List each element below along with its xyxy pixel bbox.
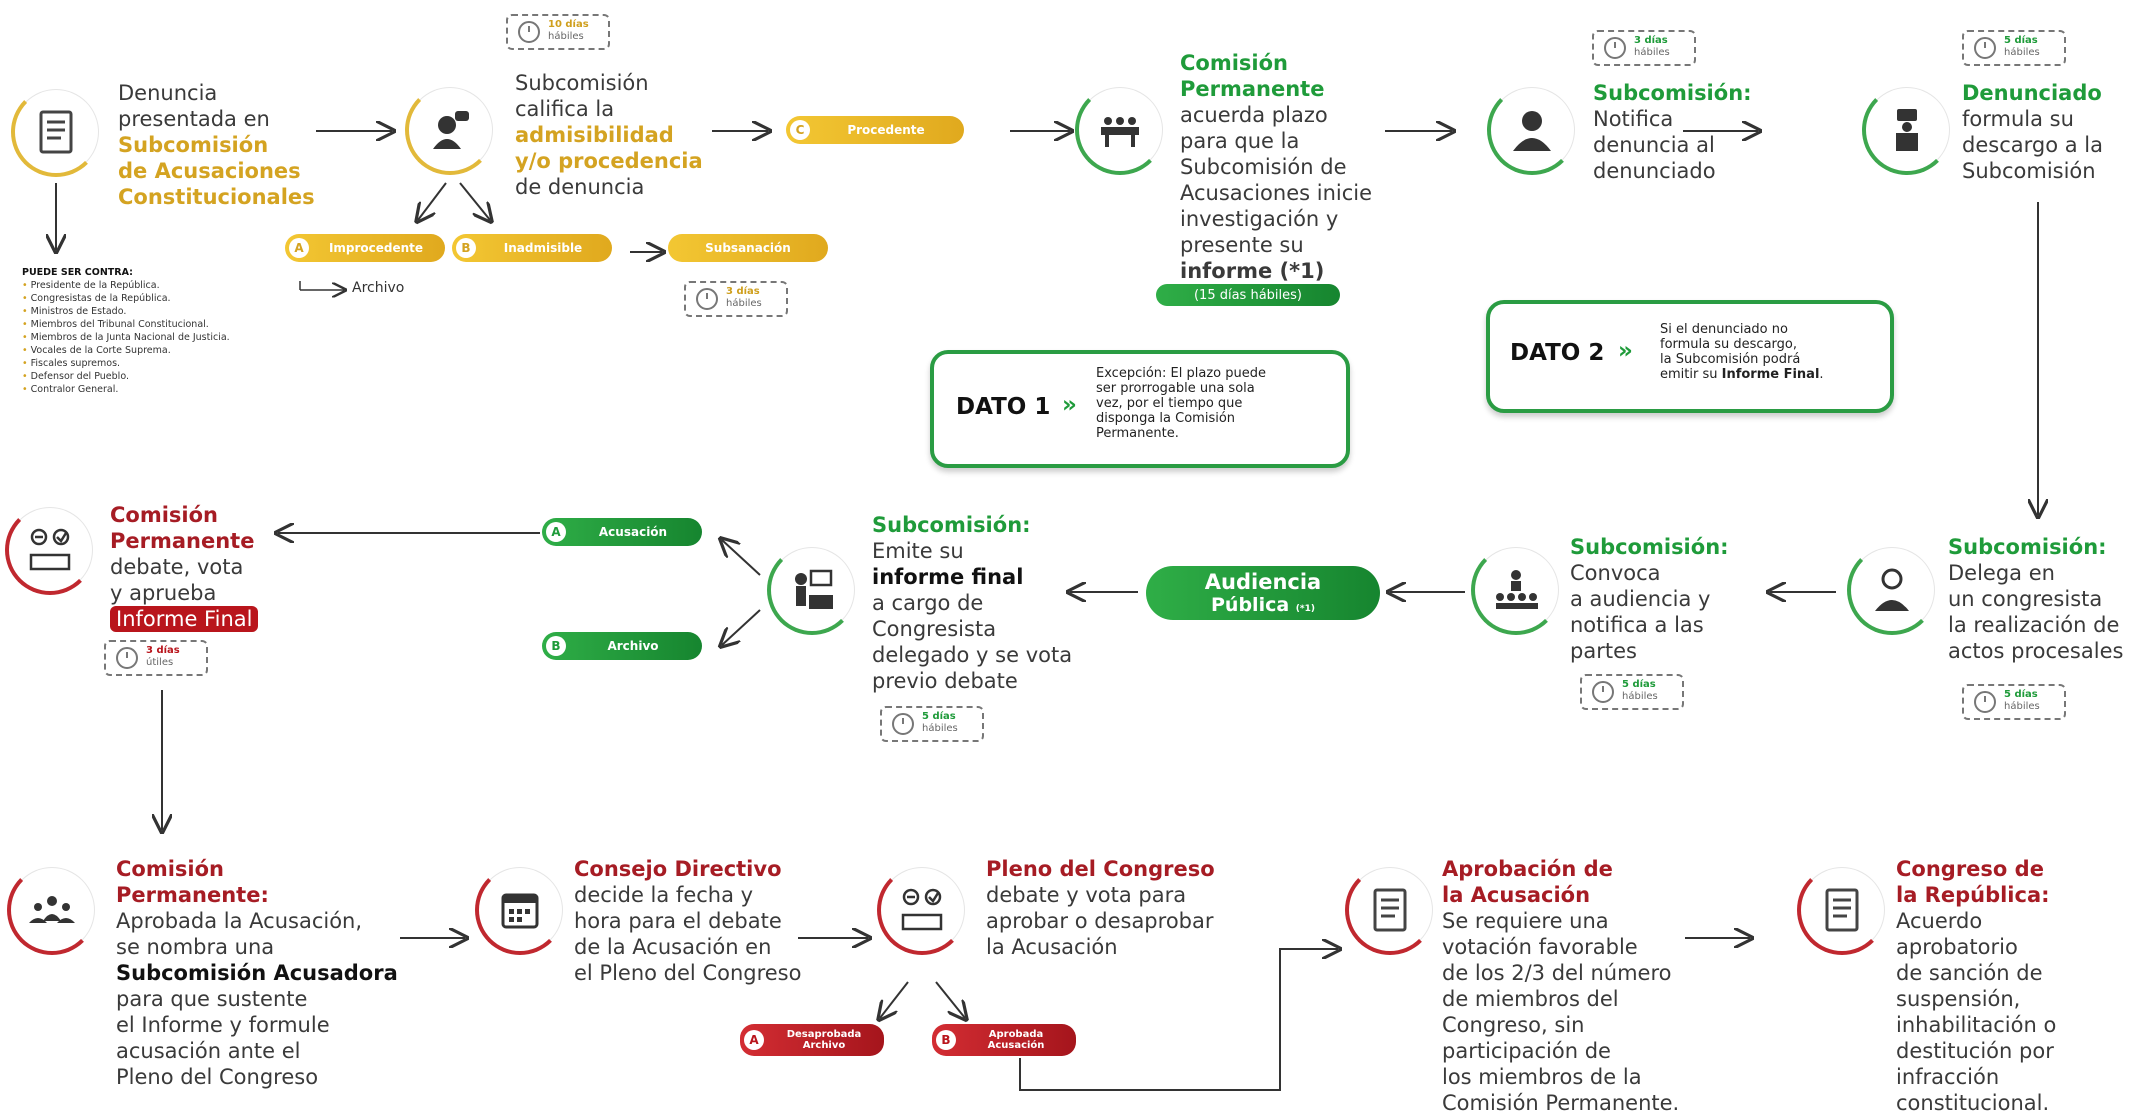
denuncia-text: Denuncia presentada en Subcomisión de Ac… xyxy=(118,81,315,209)
consejo-text: Consejo Directivo decide la fecha y hora… xyxy=(574,857,802,985)
arrow xyxy=(722,609,761,645)
group-icon xyxy=(7,865,97,955)
califica-text: Subcomisión califica la admisibilidad y/… xyxy=(515,71,703,199)
audience-icon xyxy=(1471,545,1561,635)
speaker-podium-icon xyxy=(1862,85,1952,175)
calendar-icon xyxy=(475,865,565,955)
clock-icon xyxy=(116,647,138,669)
informe-final-badge: Informe Final xyxy=(110,606,259,632)
clock-icon xyxy=(1592,681,1614,703)
congreso-text: Congreso de la República: Acuerdo aproba… xyxy=(1896,857,2057,1115)
clock-icon xyxy=(892,713,914,735)
clock-icon xyxy=(518,21,540,43)
meeting-table-icon xyxy=(1075,85,1165,175)
audiencia-publica-badge: Audiencia Pública (*1) xyxy=(1146,566,1380,620)
emite-text: Subcomisión: Emite su informe final a ca… xyxy=(872,513,1073,693)
clock-icon xyxy=(1974,37,1996,59)
document-icon xyxy=(11,87,101,177)
vote-ballot-icon xyxy=(5,505,95,595)
delega-text: Subcomisión: Delega en un congresista la… xyxy=(1948,535,2124,663)
pill-subsanacion: Subsanación xyxy=(668,234,828,262)
arrow xyxy=(722,540,761,576)
clock-icon xyxy=(1604,37,1626,59)
presenter-icon xyxy=(767,545,857,635)
investigator-icon xyxy=(405,85,495,175)
clock-icon xyxy=(696,288,718,310)
arrow xyxy=(1019,949,1338,1091)
document-icon xyxy=(1345,865,1435,955)
pill-15-dias: (15 días hábiles) xyxy=(1156,284,1340,306)
archivo-label: Archivo xyxy=(352,280,405,296)
arrow xyxy=(418,182,447,220)
clock-icon xyxy=(1974,691,1996,713)
pleno-text: Pleno del Congreso debate y vota para ap… xyxy=(986,857,1215,959)
document-icon xyxy=(1797,865,1887,955)
aprobacion-text: Aprobación de la Acusación Se requiere u… xyxy=(1442,857,1680,1115)
arrow xyxy=(935,981,965,1018)
comision-text: Comisión Permanente acuerda plazo para q… xyxy=(1180,51,1373,283)
vote-ballot-icon xyxy=(877,865,967,955)
arrow xyxy=(459,182,490,220)
convoca-text: Subcomisión: Convoca a audiencia y notif… xyxy=(1570,535,1729,663)
cp-debate-text: Comisión Permanente debate, vota y aprue… xyxy=(110,502,259,632)
descargo-text: Denunciado formula su descargo a la Subc… xyxy=(1962,81,2103,183)
person-icon xyxy=(1487,85,1577,175)
notifica-text: Subcomisión: Notifica denuncia al denunc… xyxy=(1593,81,1752,183)
puede-ser-contra-list: PUEDE SER CONTRA: Presidente de la Repúb… xyxy=(22,266,230,396)
cp-acusadora-text: Comisión Permanente: Aprobada la Acusaci… xyxy=(116,857,398,1089)
arrow xyxy=(880,981,909,1018)
congressman-icon xyxy=(1847,545,1937,635)
